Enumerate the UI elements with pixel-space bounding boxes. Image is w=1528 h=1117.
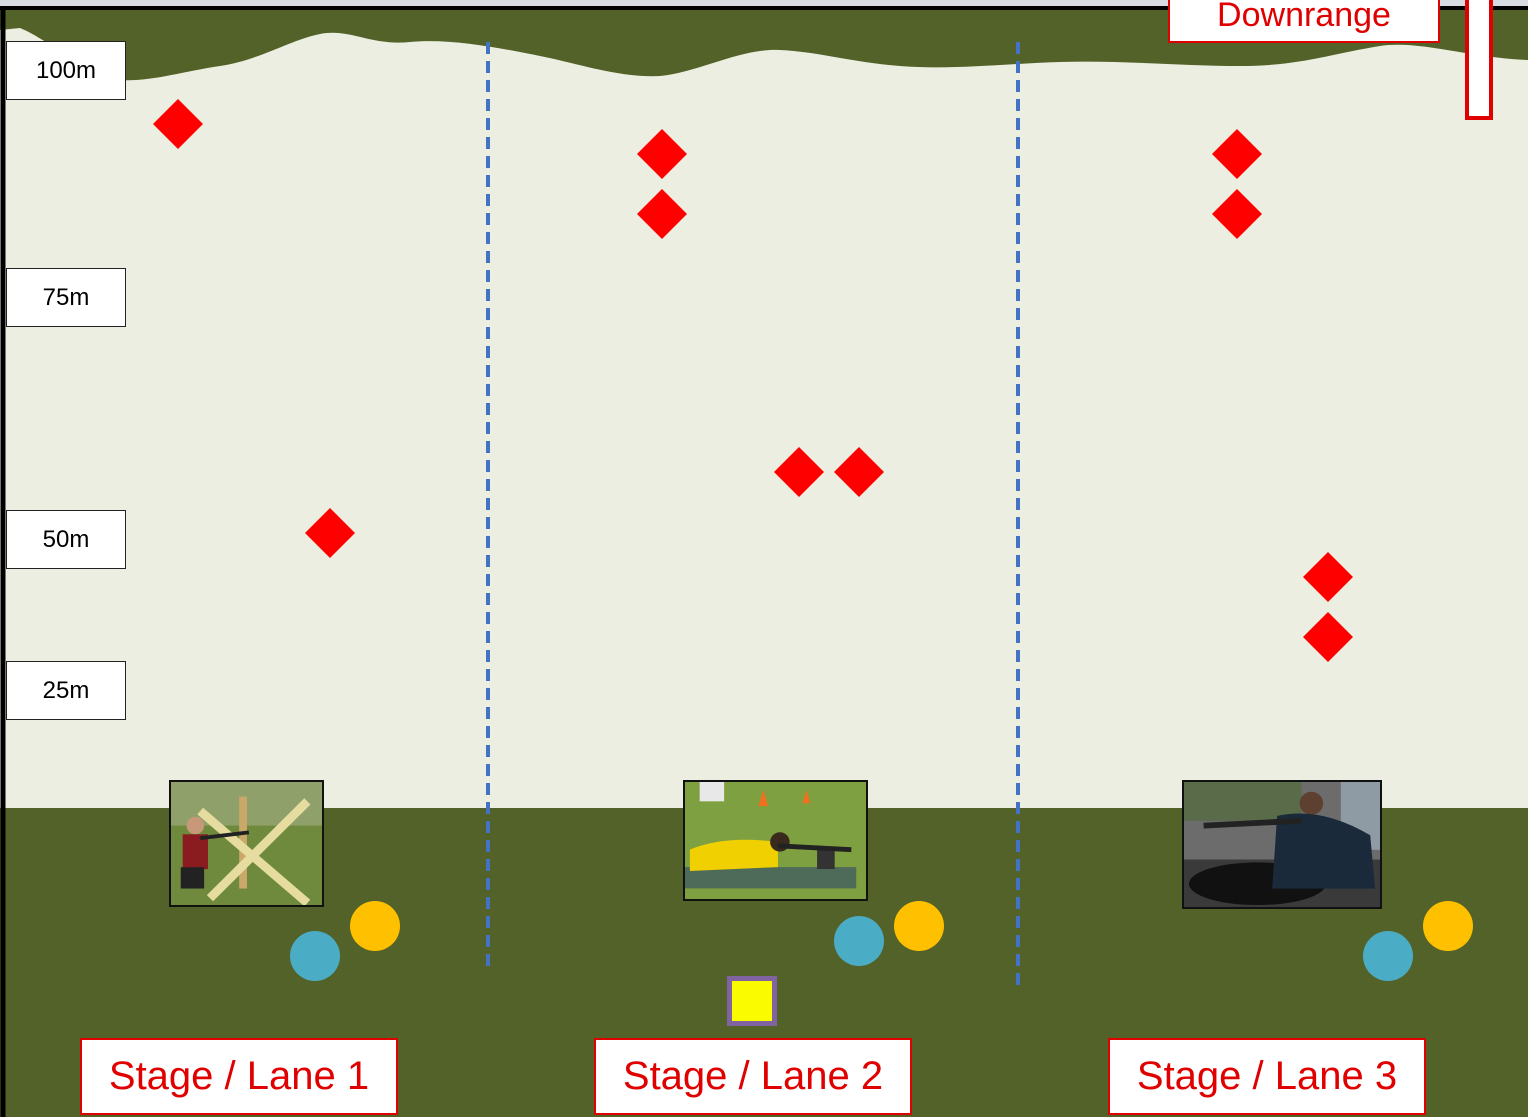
backstop-treeline xyxy=(0,8,1528,81)
blue-circle-lane-2 xyxy=(834,916,884,966)
stage-2-photo xyxy=(683,780,868,901)
range-field xyxy=(0,8,1528,818)
target-diamond xyxy=(305,508,355,558)
target-diamond xyxy=(1303,612,1353,662)
target-diamond xyxy=(637,189,687,239)
target-diamond xyxy=(637,129,687,179)
stage-1-photo xyxy=(169,780,324,907)
target-diamond xyxy=(834,447,884,497)
orange-circle-lane-1 xyxy=(350,901,400,951)
blue-circle-lane-1 xyxy=(290,931,340,981)
target-diamond xyxy=(153,99,203,149)
blue-circle-lane-3 xyxy=(1363,931,1413,981)
distance-label-75m: 75m xyxy=(6,268,126,327)
target-diamond xyxy=(774,447,824,497)
target-diamond xyxy=(1303,552,1353,602)
distance-label-100m: 100m xyxy=(6,41,126,100)
stage-label-lane-1: Stage / Lane 1 xyxy=(80,1038,398,1115)
yellow-square-marker xyxy=(727,976,777,1026)
stage-3-photo xyxy=(1182,780,1382,909)
orange-circle-lane-3 xyxy=(1423,901,1473,951)
downrange-label: Downrange xyxy=(1168,0,1440,43)
stage-label-lane-3: Stage / Lane 3 xyxy=(1108,1038,1426,1115)
downrange-arrow xyxy=(1465,0,1493,120)
stage-label-lane-2: Stage / Lane 2 xyxy=(594,1038,912,1115)
distance-label-25m: 25m xyxy=(6,661,126,720)
distance-label-50m: 50m xyxy=(6,510,126,569)
orange-circle-lane-2 xyxy=(894,901,944,951)
target-diamond xyxy=(1212,189,1262,239)
target-diamond xyxy=(1212,129,1262,179)
